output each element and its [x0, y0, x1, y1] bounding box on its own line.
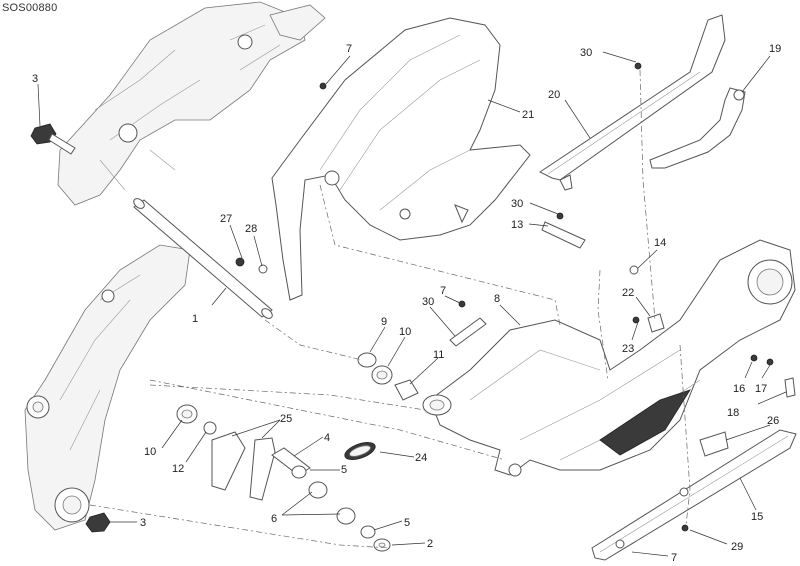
callout-labels: 3 7 21 30 20 19 30 13 14 22 23 27 28 1 7…: [32, 43, 781, 564]
callout-12: 12: [172, 463, 184, 475]
callout-30-mid: 30: [511, 198, 523, 210]
callout-21: 21: [522, 109, 534, 121]
callout-11: 11: [433, 349, 444, 361]
callout-4: 4: [324, 432, 330, 444]
callout-5-lower: 5: [404, 517, 410, 529]
callout-15: 15: [751, 511, 763, 523]
rear-hugger: [271, 17, 531, 301]
assembly-lines: [89, 69, 691, 549]
callout-16: 16: [733, 383, 745, 395]
callout-7-top: 7: [346, 43, 352, 55]
callout-8: 8: [494, 293, 500, 305]
chain-slider: [591, 429, 797, 561]
pad-26: [699, 431, 729, 457]
callout-7-bottom: 7: [671, 552, 677, 564]
misc-fasteners: [235, 257, 796, 532]
callout-6: 6: [271, 513, 277, 525]
callout-2: 2: [427, 538, 433, 550]
callout-23: 23: [622, 343, 634, 355]
callout-28: 28: [245, 223, 257, 235]
callout-25: 25: [280, 413, 292, 425]
linkage-plates: [211, 431, 276, 501]
clip-30-mid: [449, 300, 487, 347]
callout-10-upper: 10: [399, 326, 411, 338]
guard-bracket: [649, 87, 746, 169]
screw-30-top: [634, 62, 642, 70]
bolt-lower: [85, 512, 111, 533]
callout-30-top: 30: [580, 47, 592, 59]
drawing-code: SOS00880: [2, 2, 58, 14]
callout-1: 1: [192, 313, 198, 325]
callout-5-upper: 5: [341, 464, 347, 476]
footpeg-bracket: [24, 244, 191, 531]
callout-3-lower: 3: [140, 517, 146, 529]
leader-lines: [37, 51, 787, 557]
callout-22: 22: [622, 287, 634, 299]
chain-guard: [539, 14, 726, 191]
clip-13: [541, 212, 586, 249]
callout-20: 20: [548, 89, 560, 101]
callout-3-upper: 3: [32, 73, 38, 85]
callout-26: 26: [767, 415, 779, 427]
bearing-stack: [176, 352, 419, 435]
callout-14: 14: [654, 237, 666, 249]
callout-19: 19: [769, 43, 781, 55]
callout-24: 24: [415, 452, 427, 464]
callout-10-lower: 10: [144, 446, 156, 458]
callout-7-mid: 7: [440, 285, 446, 297]
swingarm: [422, 239, 796, 477]
callout-18: 18: [727, 407, 739, 419]
callout-30-lower: 30: [422, 296, 434, 308]
bolt-upper: [30, 123, 76, 155]
callout-17: 17: [755, 383, 767, 395]
callout-27: 27: [220, 213, 232, 225]
callout-29: 29: [731, 541, 743, 553]
pivot-shaft: [133, 198, 273, 319]
frame-section: [57, 1, 326, 206]
callout-13: 13: [511, 219, 523, 231]
screw-7-top: [319, 82, 327, 90]
callout-9: 9: [381, 316, 387, 328]
dust-cover: [344, 442, 376, 460]
spacer-stack: [271, 447, 391, 552]
